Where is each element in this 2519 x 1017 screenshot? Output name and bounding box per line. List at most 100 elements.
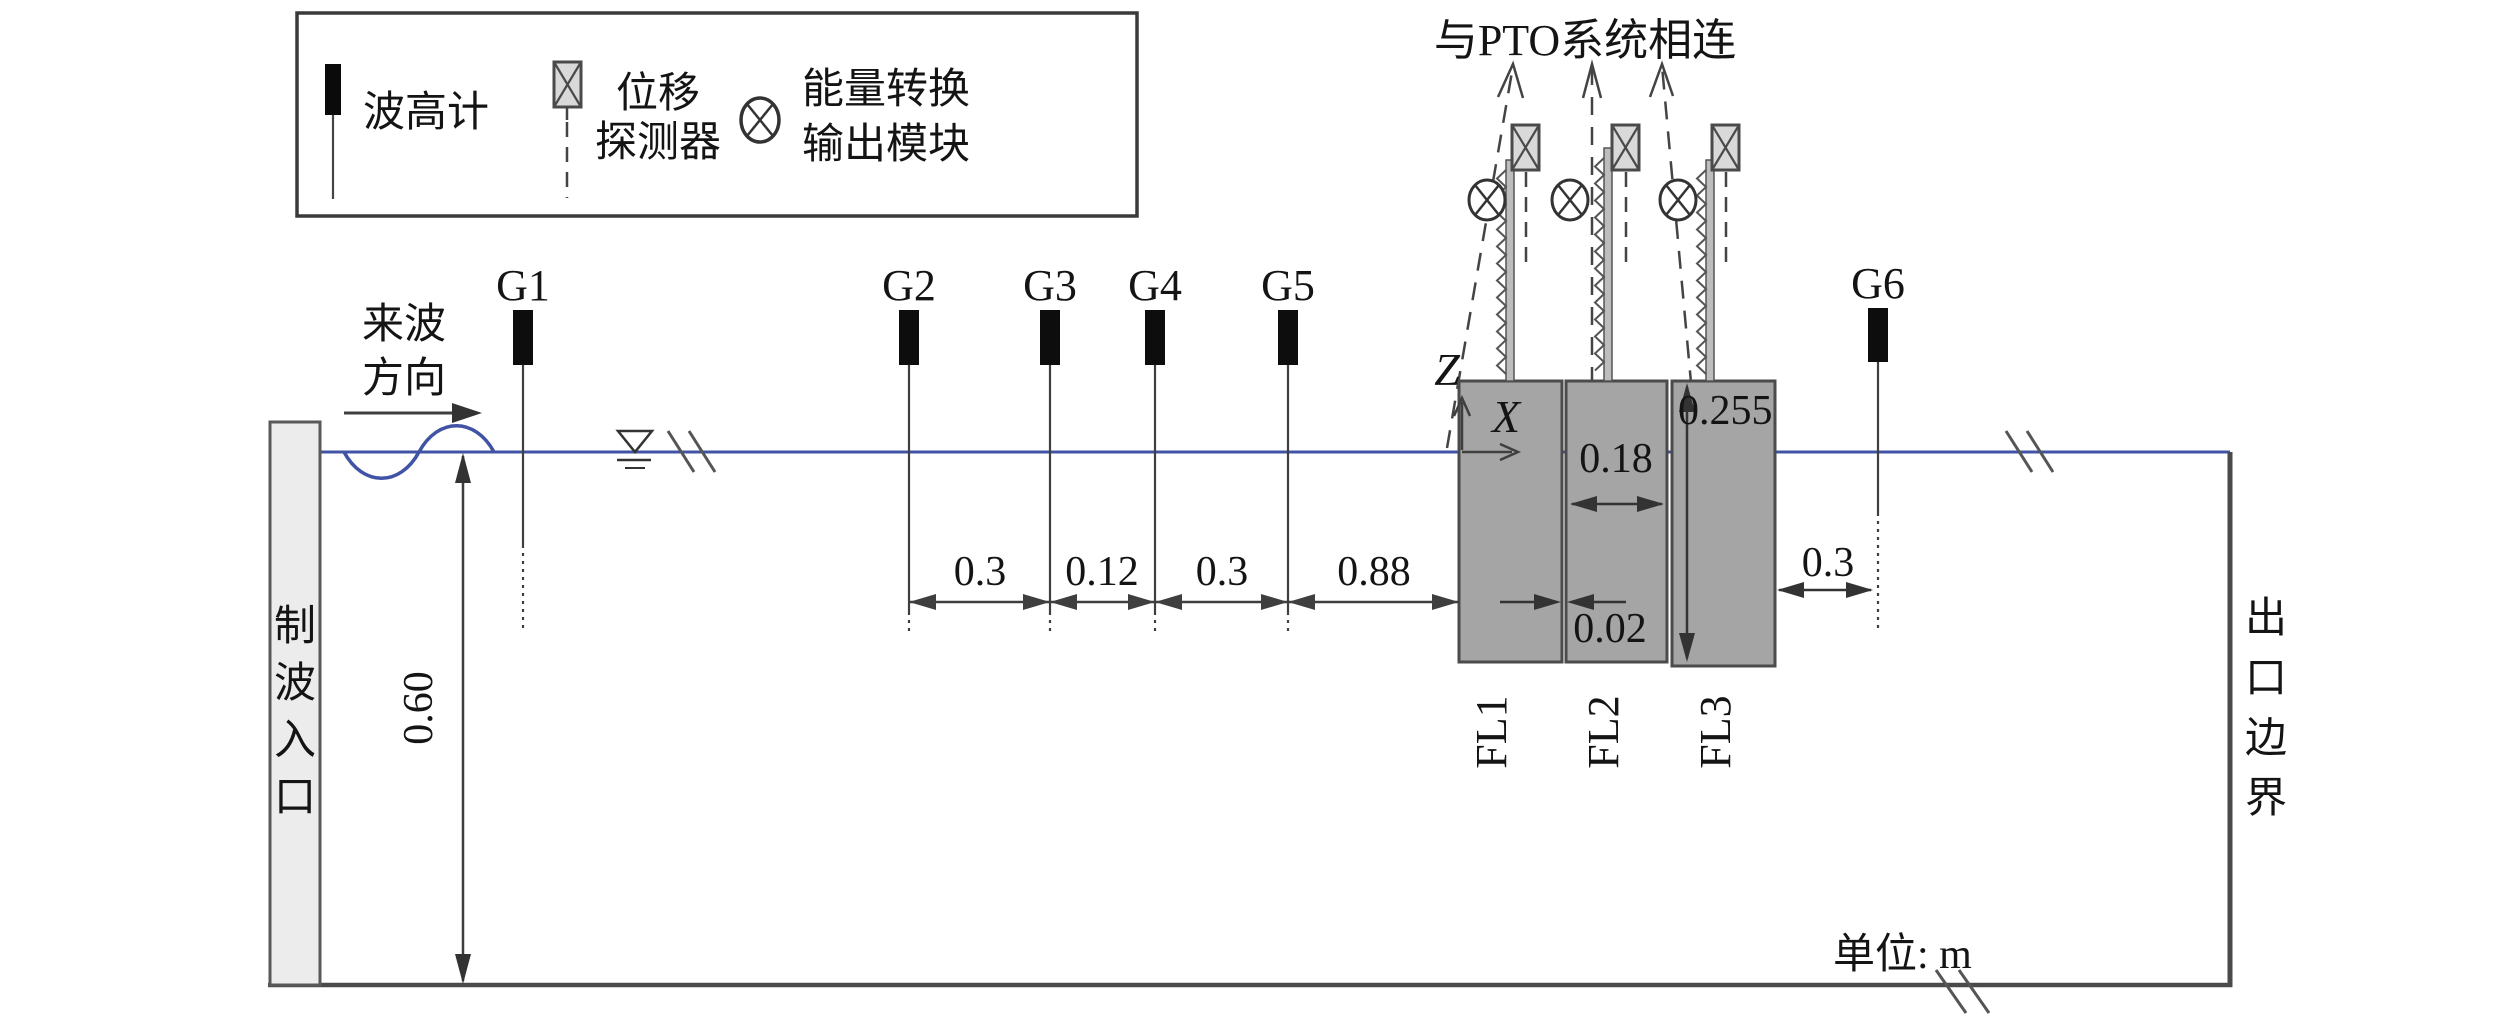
- unit-label: 单位: m: [1833, 931, 1972, 978]
- wave-gauge-icon: [325, 64, 341, 115]
- dim-arrow: [1050, 594, 1077, 610]
- outlet-boundary-char: 边: [2245, 716, 2287, 762]
- legend-displacement-line2: 探测器: [595, 120, 721, 166]
- dim-arrow: [1567, 594, 1594, 610]
- float-fl3: [1670, 379, 1777, 668]
- pto-arrowhead-3: [1648, 60, 1675, 98]
- dim-arrow: [1534, 594, 1561, 610]
- dim-arrow: [455, 954, 471, 984]
- dim-arrow: [1023, 594, 1050, 610]
- float-fl3-label: FL3: [1691, 695, 1740, 768]
- pto-label: 与PTO系统相连: [1434, 16, 1736, 65]
- wavemaker-paddle: [268, 420, 322, 987]
- fl3-rod: [1705, 159, 1715, 382]
- gauge-g5-head: [1278, 310, 1298, 365]
- dim-float-height: 0.255: [1678, 383, 1773, 662]
- dim-float-gap-label: 0.02: [1573, 606, 1647, 652]
- gauge-g6: G6: [1851, 259, 1905, 630]
- gauge-g2-label: G2: [882, 261, 936, 310]
- break-mark-bottom: [1934, 969, 1991, 1014]
- incoming-wave-annotation: 来波 方向: [344, 302, 482, 423]
- energy-module-icon-x2: [746, 103, 774, 137]
- dim-float-height-label: 0.255: [1678, 388, 1773, 434]
- dim-g4-g5: 0.3: [1196, 549, 1249, 595]
- legend-displacement-line1: 位移: [616, 70, 700, 117]
- pto-arrowhead-2: [1581, 59, 1603, 99]
- fl2-rod: [1603, 147, 1613, 382]
- gauge-g4-label: G4: [1128, 261, 1182, 310]
- z-axis-arrowhead: [1452, 394, 1472, 417]
- dim-arrow: [1432, 594, 1459, 610]
- wave-inlet-char: 口: [274, 775, 316, 821]
- water-level-triangle: [615, 429, 655, 454]
- legend-energy-line1: 能量转换: [802, 67, 970, 113]
- dim-arrow: [1570, 496, 1597, 512]
- wave-inlet-char: 入: [274, 718, 316, 764]
- gauge-g5-label: G5: [1261, 261, 1315, 310]
- dim-water-depth: 0.60: [396, 453, 471, 984]
- fl1-rod: [1505, 159, 1515, 382]
- gauge-g2: G2: [882, 261, 936, 634]
- float-fl1-label: FL1: [1467, 695, 1516, 768]
- water-level-icon: [615, 429, 655, 469]
- legend: 波高计 位移 探测器 能量转换 输出模块: [295, 11, 1139, 218]
- dim-arrow: [909, 594, 936, 610]
- dim-arrow: [1846, 582, 1873, 598]
- gauge-g3: G3: [1023, 261, 1077, 634]
- gauge-g1-label: G1: [496, 261, 550, 310]
- gauge-g3-label: G3: [1023, 261, 1077, 310]
- float-fl2-label: FL2: [1579, 695, 1628, 768]
- float-assemblies: [1467, 123, 1741, 382]
- fl1-detector-x2: [1511, 124, 1540, 171]
- dimension-row: 0.3 0.12 0.3 0.88: [909, 549, 1459, 610]
- legend-wave-gauge-label: 波高计: [363, 90, 489, 136]
- dim-arrow: [1777, 582, 1804, 598]
- gauge-g6-label: G6: [1851, 259, 1905, 308]
- dim-float-gap: 0.02: [1500, 594, 1647, 652]
- dim-g2-g3: 0.3: [954, 549, 1007, 595]
- wave-inlet-label: 制 波 入 口: [274, 604, 316, 821]
- gauge-g5: G5: [1261, 261, 1315, 634]
- dim-arrow: [1679, 633, 1695, 662]
- gauge-g3-head: [1040, 310, 1060, 365]
- wave-inlet-char: 波: [274, 661, 316, 707]
- legend-energy-line2: 输出模块: [802, 122, 970, 168]
- pto-arrowhead-1: [1496, 60, 1525, 99]
- break-mark-waterline-left: [666, 430, 717, 473]
- gauge-g6-head: [1868, 308, 1888, 362]
- dim-arrow: [1637, 496, 1664, 512]
- dim-fl3-g6: 0.3: [1777, 540, 1873, 598]
- incoming-wave-line1: 来波: [362, 302, 446, 348]
- gauge-g1: G1: [496, 261, 550, 630]
- dim-float-width-label: 0.18: [1579, 436, 1653, 482]
- dim-arrow: [455, 453, 471, 483]
- dim-arrow: [1128, 594, 1155, 610]
- fl2-energy-x2: [1557, 184, 1583, 216]
- dim-water-depth-label: 0.60: [396, 671, 442, 745]
- z-axis-label: Z: [1434, 344, 1460, 395]
- outlet-boundary-label: 出 口 边 界: [2245, 596, 2287, 822]
- displacement-detector-icon-x2: [553, 61, 582, 108]
- fl2-rack: [1593, 157, 1606, 372]
- fl1-energy-x2: [1474, 184, 1500, 216]
- dim-arrow: [1155, 594, 1182, 610]
- fl2-detector-x2: [1611, 124, 1640, 171]
- incoming-wave-arrowhead: [452, 403, 482, 423]
- dim-g5-fl1: 0.88: [1337, 549, 1411, 595]
- outlet-boundary-char: 出: [2245, 596, 2287, 642]
- gauge-g2-head: [899, 310, 919, 365]
- outlet-boundary-char: 口: [2245, 656, 2287, 702]
- gauge-g1-head: [513, 310, 533, 365]
- dim-g3-g4: 0.12: [1065, 549, 1139, 595]
- dim-arrow: [1261, 594, 1288, 610]
- dim-float-width: 0.18: [1570, 436, 1664, 512]
- incoming-wave-line2: 方向: [362, 356, 446, 402]
- break-mark-waterline-right: [2004, 430, 2055, 473]
- fl3-detector-x2: [1711, 124, 1740, 171]
- gauge-g4-head: [1145, 310, 1165, 365]
- x-axis-label: X: [1490, 391, 1522, 442]
- fl3-rack: [1695, 169, 1708, 375]
- dim-arrow: [1679, 383, 1695, 412]
